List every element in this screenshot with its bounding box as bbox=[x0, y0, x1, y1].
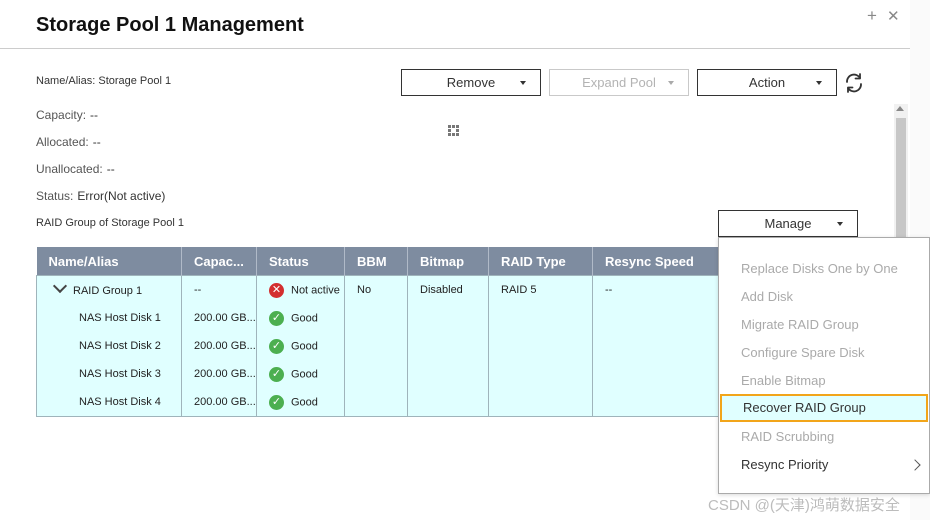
raid-group-bbm: No bbox=[344, 275, 408, 304]
column-header-status[interactable]: Status bbox=[256, 247, 345, 276]
allocated-label: Allocated: bbox=[36, 135, 89, 149]
check-circle-icon: ✓ bbox=[269, 394, 284, 410]
scroll-up-arrow-icon[interactable] bbox=[896, 106, 904, 111]
disk-status-cell: ✓ Good bbox=[256, 388, 345, 417]
capacity-label: Capacity: bbox=[36, 108, 87, 122]
raid-group-type: RAID 5 bbox=[488, 275, 593, 304]
disk-name: NAS Host Disk 1 bbox=[36, 304, 182, 332]
disk-status: Good bbox=[291, 395, 318, 408]
column-header-bitmap[interactable]: Bitmap bbox=[407, 247, 489, 276]
disk-status: Good bbox=[291, 311, 318, 324]
menu-item-resync-priority[interactable]: Resync Priority bbox=[719, 451, 929, 479]
manage-button[interactable]: Manage bbox=[718, 210, 858, 237]
status-label: Status: bbox=[36, 189, 74, 203]
disk-capacity: 200.00 GB... bbox=[181, 360, 257, 388]
status-row: Status:Error(Not active) bbox=[36, 189, 165, 203]
action-button[interactable]: Action bbox=[697, 69, 837, 96]
column-header-capacity[interactable]: Capac... bbox=[181, 247, 257, 276]
scrollbar-thumb[interactable] bbox=[896, 118, 906, 254]
disk-capacity: 200.00 GB... bbox=[181, 388, 257, 417]
manage-button-label: Manage bbox=[764, 216, 812, 231]
disk-status-cell: ✓ Good bbox=[256, 360, 345, 388]
error-x-icon: ✕ bbox=[269, 282, 284, 298]
disk-name: NAS Host Disk 4 bbox=[36, 388, 182, 417]
refresh-icon[interactable] bbox=[843, 72, 865, 99]
column-header-bbm[interactable]: BBM bbox=[344, 247, 408, 276]
raid-group-table: Name/Alias Capac... Status BBM Bitmap RA… bbox=[36, 247, 911, 417]
table-header-row: Name/Alias Capac... Status BBM Bitmap RA… bbox=[36, 247, 911, 276]
disk-status: Good bbox=[291, 367, 318, 380]
chevron-down-icon bbox=[837, 222, 843, 226]
chevron-down-icon bbox=[816, 81, 822, 85]
capacity-value: -- bbox=[90, 108, 99, 122]
disk-capacity: 200.00 GB... bbox=[181, 304, 257, 332]
menu-item-replace-disks[interactable]: Replace Disks One by One bbox=[741, 261, 898, 276]
disk-name: NAS Host Disk 3 bbox=[36, 360, 182, 388]
close-icon[interactable]: ✕ bbox=[887, 8, 900, 25]
expand-pool-button[interactable]: Expand Pool bbox=[549, 69, 689, 96]
manage-dropdown-menu: Replace Disks One by One Add Disk Migrat… bbox=[718, 237, 930, 494]
check-circle-icon: ✓ bbox=[269, 366, 284, 382]
action-button-label: Action bbox=[748, 75, 786, 90]
column-header-name[interactable]: Name/Alias bbox=[36, 247, 182, 276]
raid-group-heading: RAID Group of Storage Pool 1 bbox=[36, 217, 184, 229]
menu-item-enable-bitmap[interactable]: Enable Bitmap bbox=[741, 373, 826, 388]
raid-group-status: Not active bbox=[291, 283, 340, 296]
menu-item-configure-spare-disk[interactable]: Configure Spare Disk bbox=[741, 345, 865, 360]
remove-button-label: Remove bbox=[446, 75, 496, 90]
allocated-value: -- bbox=[92, 135, 101, 149]
raid-group-status-cell: ✕ Not active bbox=[256, 275, 345, 304]
table-row-disk[interactable]: NAS Host Disk 4 200.00 GB... ✓ Good bbox=[36, 388, 911, 417]
unallocated-row: Unallocated:-- bbox=[36, 162, 115, 176]
raid-group-capacity: -- bbox=[181, 275, 257, 304]
menu-item-recover-raid-group[interactable]: Recover RAID Group bbox=[720, 394, 928, 422]
unallocated-value: -- bbox=[106, 162, 115, 176]
chevron-down-icon bbox=[668, 81, 674, 85]
unallocated-label: Unallocated: bbox=[36, 162, 103, 176]
disk-name: NAS Host Disk 2 bbox=[36, 332, 182, 360]
dialog-title: Storage Pool 1 Management bbox=[36, 14, 304, 36]
check-circle-icon: ✓ bbox=[269, 310, 284, 326]
check-circle-icon: ✓ bbox=[269, 338, 284, 354]
menu-item-add-disk[interactable]: Add Disk bbox=[741, 289, 794, 304]
raid-group-name-cell: RAID Group 1 bbox=[36, 275, 182, 304]
chevron-down-icon bbox=[520, 81, 526, 85]
menu-item-resync-priority-label: Resync Priority bbox=[741, 457, 829, 472]
capacity-row: Capacity:-- bbox=[36, 108, 98, 122]
status-error-value: Error(Not active) bbox=[77, 189, 166, 203]
watermark-text: CSDN @(天津)鸿萌数据安全 bbox=[708, 497, 900, 514]
menu-item-migrate-raid-group[interactable]: Migrate RAID Group bbox=[741, 317, 859, 332]
expand-pool-button-label: Expand Pool bbox=[582, 75, 656, 90]
title-divider bbox=[0, 48, 910, 49]
chevron-right-icon bbox=[909, 459, 921, 471]
allocated-row: Allocated:-- bbox=[36, 135, 101, 149]
disk-status: Good bbox=[291, 339, 318, 352]
chevron-down-icon[interactable] bbox=[52, 278, 68, 293]
disk-status-cell: ✓ Good bbox=[256, 304, 345, 332]
raid-group-name: RAID Group 1 bbox=[73, 284, 143, 297]
pool-name-alias: Name/Alias: Storage Pool 1 bbox=[36, 75, 172, 87]
menu-item-raid-scrubbing[interactable]: RAID Scrubbing bbox=[741, 429, 835, 444]
raid-group-bitmap: Disabled bbox=[407, 275, 489, 304]
remove-button[interactable]: Remove bbox=[401, 69, 541, 96]
add-icon[interactable]: + bbox=[867, 6, 877, 25]
loading-spinner-icon bbox=[448, 123, 459, 141]
disk-capacity: 200.00 GB... bbox=[181, 332, 257, 360]
disk-status-cell: ✓ Good bbox=[256, 332, 345, 360]
column-header-raid-type[interactable]: RAID Type bbox=[488, 247, 593, 276]
